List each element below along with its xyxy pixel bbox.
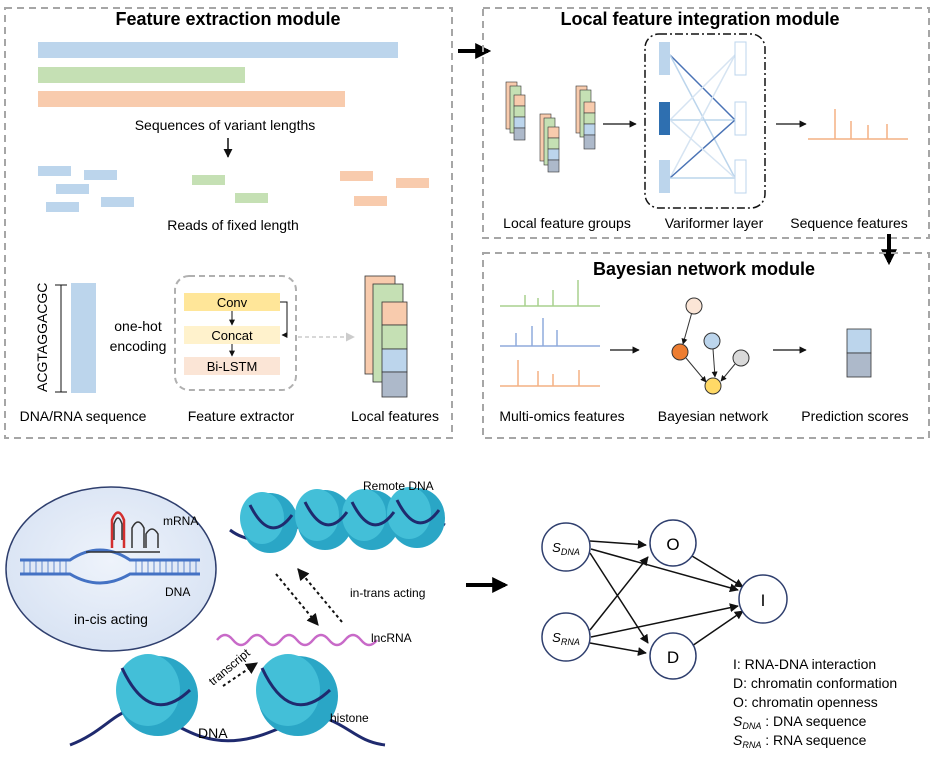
node-s-dna-label: SDNA	[552, 540, 580, 557]
local-feature-groups	[505, 81, 596, 173]
mrna-hairpins	[86, 511, 160, 553]
local-features-stack	[364, 275, 408, 398]
histone-label: histone	[330, 711, 369, 725]
legend-d: D: chromatin conformation	[733, 675, 897, 691]
node-d	[649, 632, 697, 680]
node-s-dna	[541, 522, 591, 572]
multiomics-label: Multi-omics features	[499, 408, 624, 424]
node-d-label: D	[667, 648, 679, 667]
graph-edges	[589, 539, 744, 657]
bottom-nucleosomes	[116, 654, 338, 736]
feature-extractor-label: Feature extractor	[188, 408, 295, 424]
onehot-label-1: one-hot	[114, 318, 162, 334]
remote-nucleosomes	[240, 487, 445, 553]
reads-label: Reads of fixed length	[167, 217, 299, 233]
node-i	[738, 574, 788, 624]
extractor-frame	[174, 275, 297, 391]
remote-dna-label: Remote DNA	[363, 479, 434, 493]
dna-string: ACGTAGGACGC	[34, 283, 50, 392]
dna-cis-label: DNA	[165, 585, 190, 599]
bayesian-network-label: Bayesian network	[658, 408, 770, 424]
module-title: Local feature integration module	[560, 9, 839, 29]
module-title: Feature extraction module	[115, 9, 340, 29]
onehot-matrix	[71, 283, 96, 393]
bilstm-label: Bi-LSTM	[207, 359, 258, 374]
in-trans-label: in-trans acting	[350, 586, 425, 600]
sequence-bar-green	[38, 67, 245, 83]
lncrna-strand	[216, 633, 378, 647]
sequence-bar-orange	[38, 91, 345, 107]
onehot-label-2: encoding	[110, 338, 167, 354]
biology-illustration: mRNA DNA in-cis acting Remote DNA in-tra…	[5, 479, 446, 747]
graph-legend: I: RNA-DNA interaction D: chromatin conf…	[733, 656, 897, 750]
dna-rna-sequence-label: DNA/RNA sequence	[20, 408, 147, 424]
lncrna-label: lncRNA	[371, 631, 412, 645]
concat-block	[184, 326, 280, 344]
prediction-score-top	[846, 328, 872, 354]
conv-label: Conv	[217, 295, 248, 310]
in-cis-oval	[5, 486, 217, 652]
node-s-rna	[541, 612, 591, 662]
local-feature-groups-label: Local feature groups	[503, 215, 631, 231]
module-title: Bayesian network module	[593, 259, 815, 279]
module-frame	[4, 7, 453, 439]
sequences-label: Sequences of variant lengths	[135, 117, 316, 133]
bayesian-graph	[671, 297, 750, 395]
variformer-label: Variformer layer	[665, 215, 764, 231]
sequence-features-label: Sequence features	[790, 215, 908, 231]
local-features-label: Local features	[351, 408, 439, 424]
legend-srna: SRNA : RNA sequence	[733, 732, 867, 750]
bayesian-module: Bayesian network module	[482, 252, 930, 439]
node-o	[649, 519, 697, 567]
prediction-scores-label: Prediction scores	[801, 408, 908, 424]
reads-group	[38, 166, 429, 212]
prediction-score-bottom	[846, 352, 872, 378]
bilstm-block	[184, 357, 280, 375]
multiomics-spectra	[500, 280, 600, 387]
mrna-label: mRNA	[163, 514, 198, 528]
local-integration-module: Local feature integration module	[482, 7, 930, 239]
dna-bottom-label: DNA	[198, 725, 228, 741]
concat-label: Concat	[211, 328, 253, 343]
conv-block	[184, 293, 280, 311]
variformer-frame	[644, 33, 766, 209]
legend-o: O: chromatin openness	[733, 694, 878, 710]
sequence-features-spectrum	[808, 109, 908, 140]
node-i-label: I	[761, 591, 766, 610]
node-o-label: O	[666, 535, 679, 554]
variformer-layer	[659, 41, 747, 194]
feature-extraction-module: Feature extraction module Sequences of v…	[4, 7, 453, 439]
module-frame	[482, 7, 930, 239]
legend-i: I: RNA-DNA interaction	[733, 656, 876, 672]
in-cis-label: in-cis acting	[74, 611, 148, 627]
node-s-rna-label: SRNA	[552, 630, 580, 647]
module-frame	[482, 252, 930, 439]
sequence-bar-blue	[38, 42, 398, 58]
dna-double-helix-bubble	[20, 548, 200, 585]
legend-sdna: SDNA : DNA sequence	[733, 713, 867, 731]
causal-graph: SDNA SRNA O D I	[541, 519, 788, 680]
skip-connection	[280, 301, 288, 338]
